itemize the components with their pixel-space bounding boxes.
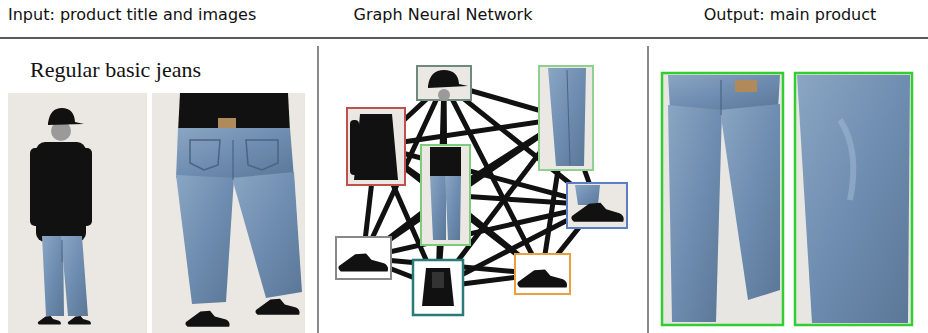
image-node: [539, 66, 593, 170]
illustration-part: [668, 75, 780, 110]
product-title: Regular basic jeans: [30, 57, 201, 83]
illustration-part: [68, 316, 91, 324]
illustration-part: [8, 93, 147, 333]
illustration-part: [38, 316, 61, 324]
illustration-part: [438, 89, 450, 101]
illustration-part: [417, 66, 471, 100]
illustration-part: [255, 299, 299, 315]
illustration-part: [548, 68, 586, 166]
illustration-part: [720, 80, 721, 115]
panel-heading: Input: product title and images: [8, 5, 256, 25]
illustration-part: [354, 114, 398, 180]
output-crop: [795, 73, 912, 325]
illustration-part: [571, 203, 623, 222]
illustration-part: [350, 120, 359, 175]
illustration-part: [430, 147, 461, 177]
product-photo: [152, 93, 305, 333]
illustration-part: [232, 140, 233, 180]
image-node: [336, 237, 391, 279]
illustration-part: [42, 236, 64, 316]
illustration-part: [421, 145, 470, 245]
illustration-part: [840, 120, 853, 200]
illustration-part: [795, 73, 912, 325]
product-photo: [8, 93, 147, 333]
illustration-part: [413, 260, 463, 315]
illustration-part: [720, 104, 780, 300]
illustration-part: [662, 73, 783, 325]
illustration-part: [795, 73, 912, 325]
illustration-part: [178, 93, 290, 132]
illustration-part: [539, 66, 593, 170]
output-crop: [662, 73, 783, 325]
panel-heading: Graph Neural Network: [354, 5, 533, 25]
illustration-part: [36, 142, 86, 242]
image-node: [515, 254, 570, 294]
illustration-part: [428, 70, 468, 88]
illustration-part: [430, 176, 446, 240]
panel-separator: [317, 46, 319, 333]
illustration-part: [422, 268, 454, 306]
panel-heading: Output: main product: [704, 5, 877, 25]
illustration-part: [432, 272, 444, 288]
illustration-part: [567, 70, 570, 165]
illustration-part: [232, 172, 302, 298]
illustration-part: [662, 73, 783, 325]
illustration-part: [445, 176, 461, 240]
illustration-part: [152, 93, 305, 333]
image-node: [417, 66, 471, 101]
illustration-part: [61, 236, 88, 316]
illustration-part: [218, 118, 236, 128]
image-node: [567, 183, 627, 228]
panel-separator: [647, 46, 649, 333]
illustration-part: [517, 269, 567, 287]
illustration-part: [338, 253, 388, 271]
image-node: [347, 108, 405, 185]
illustration-part: [246, 140, 278, 170]
illustration-part: [797, 75, 910, 323]
illustration-part: [347, 108, 405, 185]
illustration-part: [176, 128, 294, 178]
illustration-part: [30, 148, 42, 226]
illustration-part: [185, 311, 229, 327]
illustration-part: [62, 240, 63, 262]
illustration-part: [575, 185, 600, 205]
illustration-part: [668, 105, 722, 322]
illustration-part: [567, 183, 627, 228]
illustration-part: [80, 148, 92, 226]
image-node: [421, 145, 470, 245]
illustration-part: [515, 254, 570, 294]
illustration-part: [176, 175, 234, 304]
header-rule: [0, 37, 928, 39]
illustration-part: [336, 237, 391, 279]
illustration-part: [48, 108, 84, 125]
illustration-part: [190, 140, 220, 170]
illustration-part: [735, 80, 757, 92]
image-node: [413, 260, 463, 315]
